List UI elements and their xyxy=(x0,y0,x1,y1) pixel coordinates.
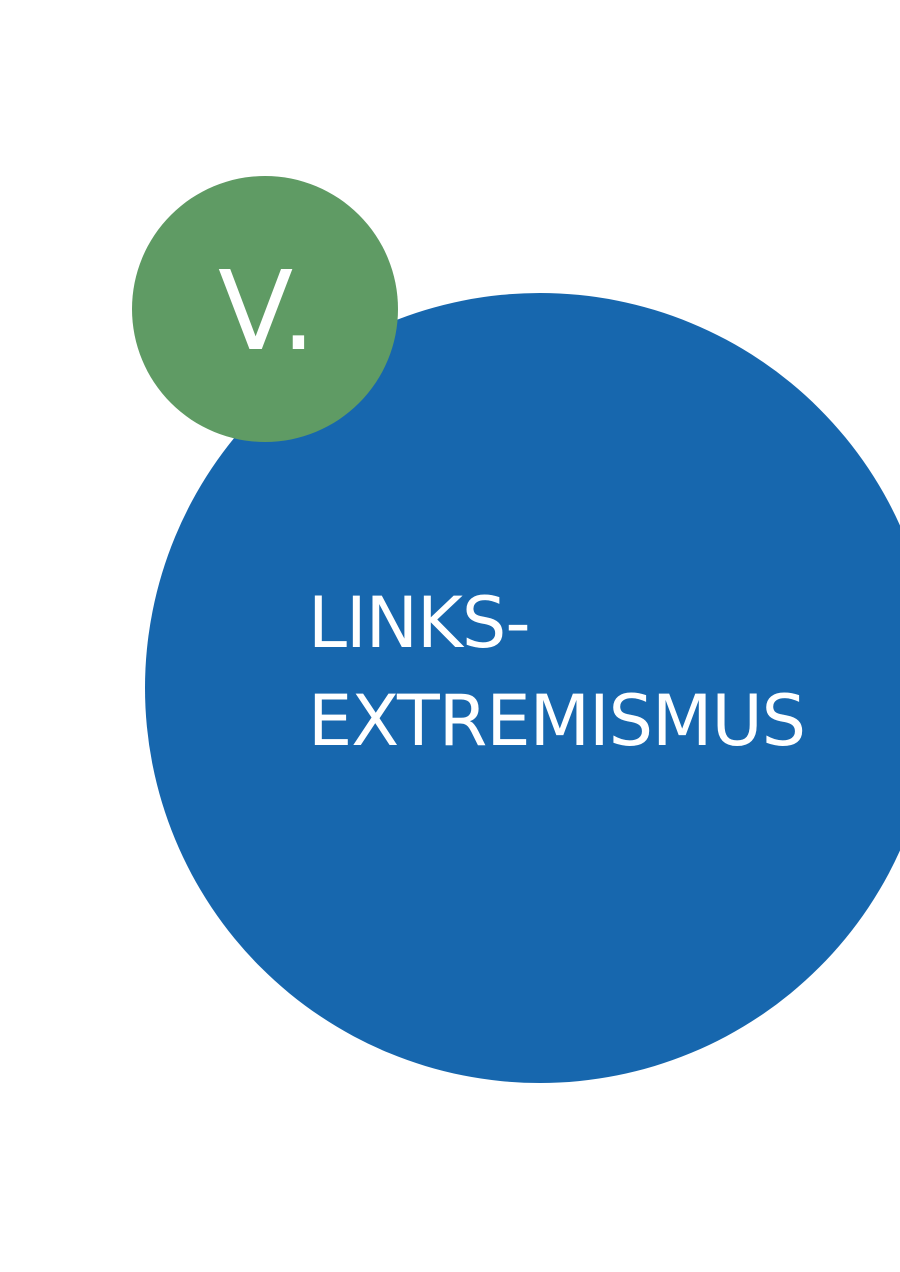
chapter-title-line-2: EXTREMISMUS xyxy=(308,680,806,762)
chapter-number: V. xyxy=(217,247,319,375)
chapter-title-line-1: LINKS- xyxy=(308,582,531,664)
chapter-title: LINKS- EXTREMISMUS xyxy=(308,574,806,770)
green-circle-badge: V. xyxy=(132,176,398,442)
